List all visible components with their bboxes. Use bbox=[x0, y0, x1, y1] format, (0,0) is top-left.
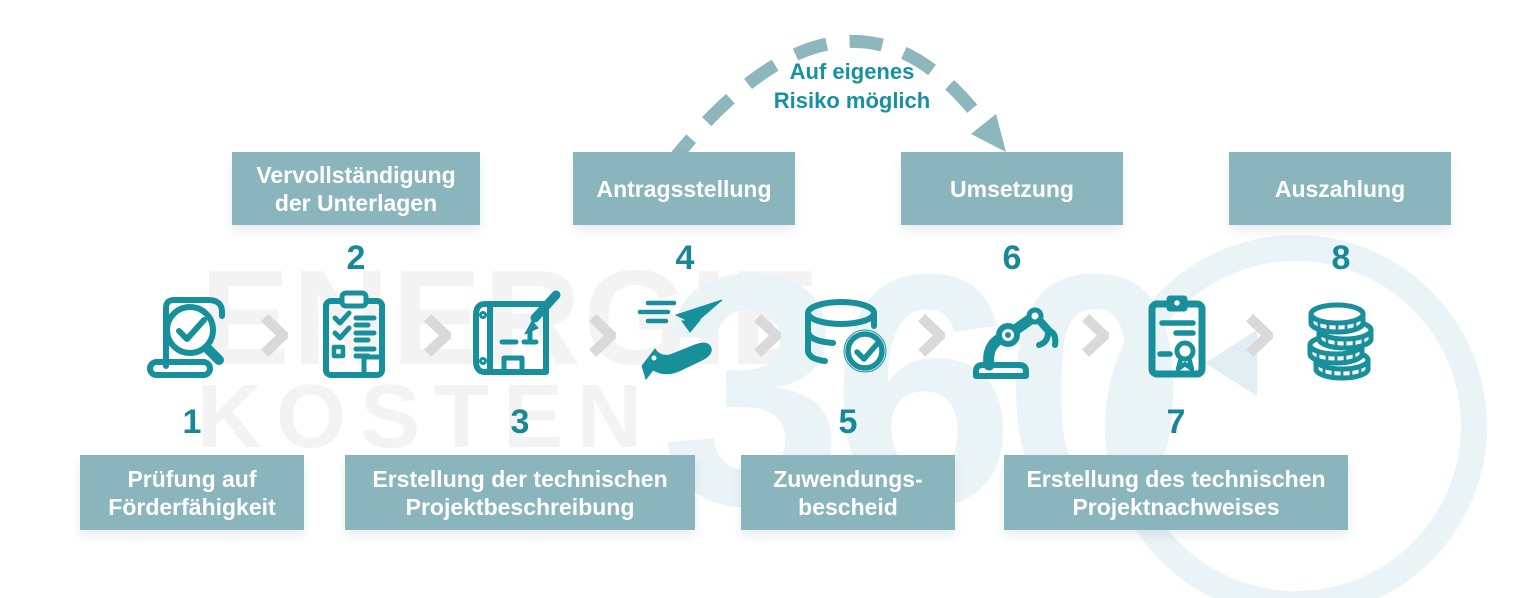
step-5-label-box: Zuwendungs- bescheid bbox=[741, 455, 955, 530]
step-3-label-line2: Projektbeschreibung bbox=[405, 493, 635, 520]
step-1-label-line2: Förderfähigkeit bbox=[108, 493, 276, 520]
step-6-label-box: Umsetzung bbox=[901, 152, 1123, 225]
watermark-compass-needle-icon bbox=[1205, 330, 1257, 396]
step-7-label-box: Erstellung des technischen Projektnachwe… bbox=[1004, 455, 1348, 530]
step-2-label-line1: Vervollständigung bbox=[256, 161, 456, 188]
step-4-number: 4 bbox=[675, 239, 695, 277]
step-7-number: 7 bbox=[1166, 403, 1186, 441]
step-3-label-line1: Erstellung der technischen bbox=[372, 465, 668, 492]
flow-arrow-icon bbox=[423, 314, 454, 360]
step-1-label-box: Prüfung auf Förderfähigkeit bbox=[80, 455, 304, 530]
step-2-label-line2: der Unterlagen bbox=[274, 189, 438, 216]
blueprint-pencil-icon bbox=[468, 288, 568, 388]
step-5-label-line1: Zuwendungs- bbox=[773, 465, 923, 492]
step-4-label: Antragsstellung bbox=[596, 175, 772, 202]
step-3-number: 3 bbox=[510, 403, 530, 441]
step-7-label-line2: Projektnachweises bbox=[1072, 493, 1280, 520]
flow-arrow-icon bbox=[1081, 314, 1112, 360]
watermark-kosten: KOSTEN bbox=[197, 367, 657, 467]
risk-annotation-line2: Risiko möglich bbox=[773, 88, 931, 113]
paper-plane-hand-icon bbox=[632, 288, 732, 388]
checklist-clipboard-icon bbox=[304, 288, 404, 388]
flow-arrow-icon bbox=[753, 314, 784, 360]
step-6-label: Umsetzung bbox=[950, 175, 1074, 202]
document-check-search-icon bbox=[142, 288, 242, 388]
flow-arrow-icon bbox=[260, 314, 291, 360]
step-2-label-box: Vervollständigung der Unterlagen bbox=[232, 152, 480, 225]
step-7-label-line1: Erstellung des technischen bbox=[1026, 465, 1326, 492]
watermark-energie: ENERGIE bbox=[200, 242, 822, 393]
flow-arrow-icon bbox=[588, 314, 619, 360]
step-1-number: 1 bbox=[182, 403, 202, 441]
step-5-label-line2: bescheid bbox=[798, 493, 898, 520]
step-5-number: 5 bbox=[838, 403, 858, 441]
risk-annotation-line1: Auf eigenes bbox=[789, 59, 915, 84]
risk-annotation: Auf eigenes Risiko möglich bbox=[742, 57, 962, 115]
step-4-label-box: Antragsstellung bbox=[573, 152, 795, 225]
step-3-label-box: Erstellung der technischen Projektbeschr… bbox=[345, 455, 695, 530]
step-1-label-line1: Prüfung auf bbox=[127, 465, 257, 492]
step-2-number: 2 bbox=[346, 239, 366, 277]
step-8-number: 8 bbox=[1331, 239, 1351, 277]
robot-arm-icon bbox=[962, 288, 1062, 388]
flow-arrow-icon bbox=[1245, 314, 1276, 360]
certificate-award-icon bbox=[1126, 288, 1226, 388]
coin-stack-icon bbox=[1290, 288, 1390, 388]
flow-arrow-icon bbox=[917, 314, 948, 360]
step-8-label-box: Auszahlung bbox=[1229, 152, 1451, 225]
database-check-icon bbox=[796, 288, 896, 388]
step-6-number: 6 bbox=[1002, 239, 1022, 277]
step-8-label: Auszahlung bbox=[1274, 175, 1406, 202]
